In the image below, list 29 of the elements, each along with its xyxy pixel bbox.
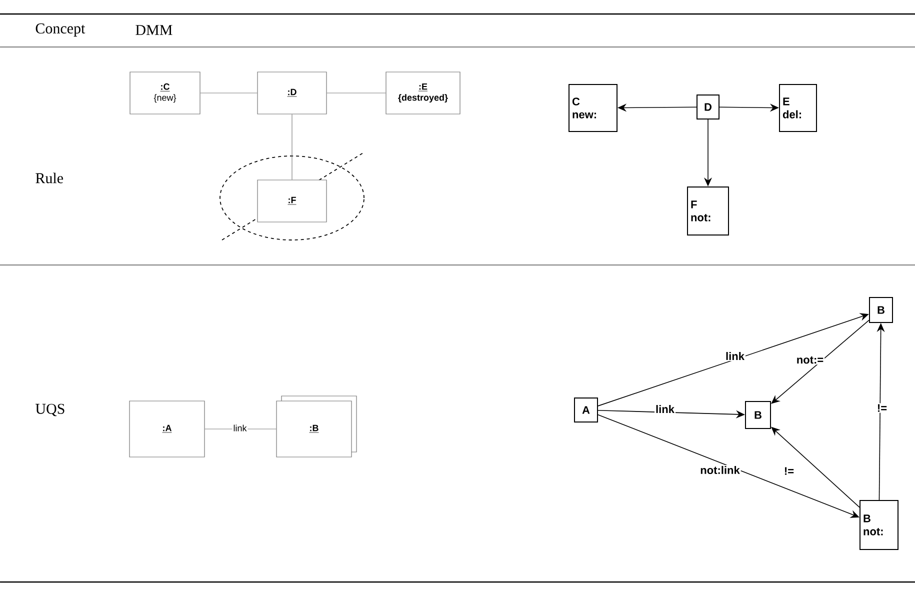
edge-label: not:link <box>699 464 741 476</box>
graph-node-box: D <box>696 94 720 120</box>
row-header: UQS <box>36 404 64 416</box>
stacked-object-box: :B <box>276 396 357 458</box>
edge-label: != <box>782 466 796 476</box>
graph-node-box: E del: <box>779 84 817 132</box>
graph-node-box: F not: <box>687 186 729 236</box>
graph-node-box: B <box>869 297 893 323</box>
connector-line <box>204 428 276 430</box>
column-header: DMM <box>136 25 172 35</box>
column-header: Concept <box>36 23 86 37</box>
connector-line <box>200 92 258 94</box>
connector-line <box>326 92 386 94</box>
graph-node-box: A <box>574 398 598 422</box>
edge-label: != <box>876 403 888 413</box>
arrow <box>771 320 870 404</box>
edge-label: link <box>654 404 676 414</box>
object-box: :F <box>257 180 327 222</box>
object-box: :E {destroyed} <box>386 72 460 114</box>
graph-node-box: C new: <box>568 84 618 132</box>
object-box: :D <box>257 72 327 114</box>
object-box: :A <box>129 400 205 458</box>
edge-label: not:= <box>795 355 825 365</box>
graph-node-box: B <box>745 401 771 429</box>
graph-node-box: B not: <box>860 500 898 550</box>
object-box: :C {new} <box>130 72 200 114</box>
row-header: Rule <box>36 172 64 184</box>
edge-label: link <box>232 424 248 432</box>
edge-label: link <box>724 351 746 361</box>
